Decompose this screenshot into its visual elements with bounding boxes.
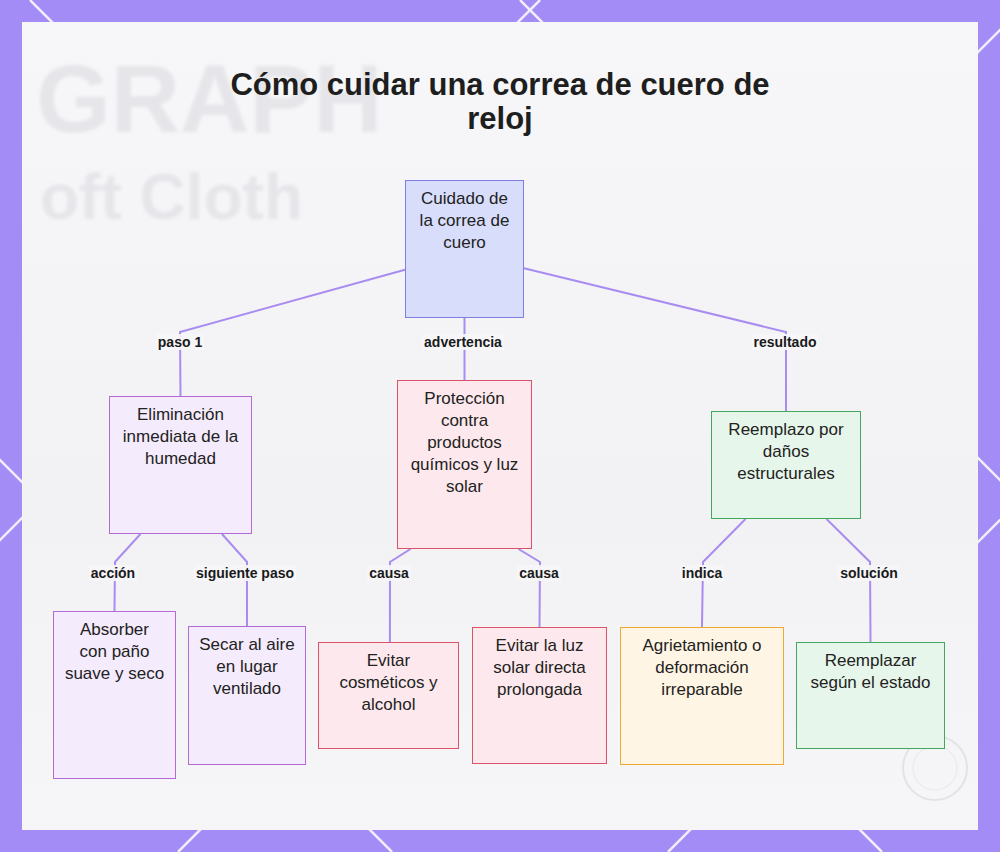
process-box: Eliminación inmediata de la humedad [109, 396, 252, 534]
box-text: Evitar cosméticos y alcohol [329, 650, 448, 716]
box-text: Agrietamiento o deformación irreparable [631, 635, 773, 701]
process-box: Evitar la luz solar directa prolongada [472, 627, 607, 764]
connector-line [524, 268, 786, 411]
edge-label: solución [838, 565, 900, 581]
process-box: Protección contra productos químicos y l… [397, 380, 532, 549]
process-box: Reemplazar según el estado [796, 642, 945, 749]
edge-label: paso 1 [156, 334, 204, 350]
process-box: Agrietamiento o deformación irreparable [620, 627, 784, 765]
box-text: Reemplazar según el estado [807, 650, 934, 694]
box-text: Evitar la luz solar directa prolongada [483, 635, 596, 701]
process-box: Absorber con paño suave y seco [53, 611, 176, 779]
process-box: Secar al aire en lugar ventilado [188, 626, 306, 765]
box-text: Eliminación inmediata de la humedad [120, 404, 241, 470]
box-text: Secar al aire en lugar ventilado [199, 634, 295, 700]
connector-line [180, 270, 405, 396]
process-box: Evitar cosméticos y alcohol [318, 642, 459, 749]
connector-line [519, 549, 541, 627]
box-text: Cuidado de la correa de cuero [416, 188, 513, 254]
edge-label: acción [89, 565, 137, 581]
diagram-title: Cómo cuidar una correa de cuero de reloj [200, 68, 800, 136]
edge-label: advertencia [422, 334, 504, 350]
process-box: Reemplazo por daños estructurales [711, 411, 861, 519]
connector-line [390, 549, 411, 642]
box-text: Reemplazo por daños estructurales [722, 419, 850, 485]
edge-label: resultado [751, 334, 818, 350]
edge-label: causa [367, 565, 411, 581]
box-text: Protección contra productos químicos y l… [408, 388, 521, 498]
edge-label: causa [517, 565, 561, 581]
edge-label: indica [680, 565, 724, 581]
process-box: Cuidado de la correa de cuero [405, 180, 524, 318]
watermark-text: oft Cloth [40, 160, 303, 234]
edge-label: siguiente paso [194, 565, 296, 581]
box-text: Absorber con paño suave y seco [64, 619, 165, 685]
